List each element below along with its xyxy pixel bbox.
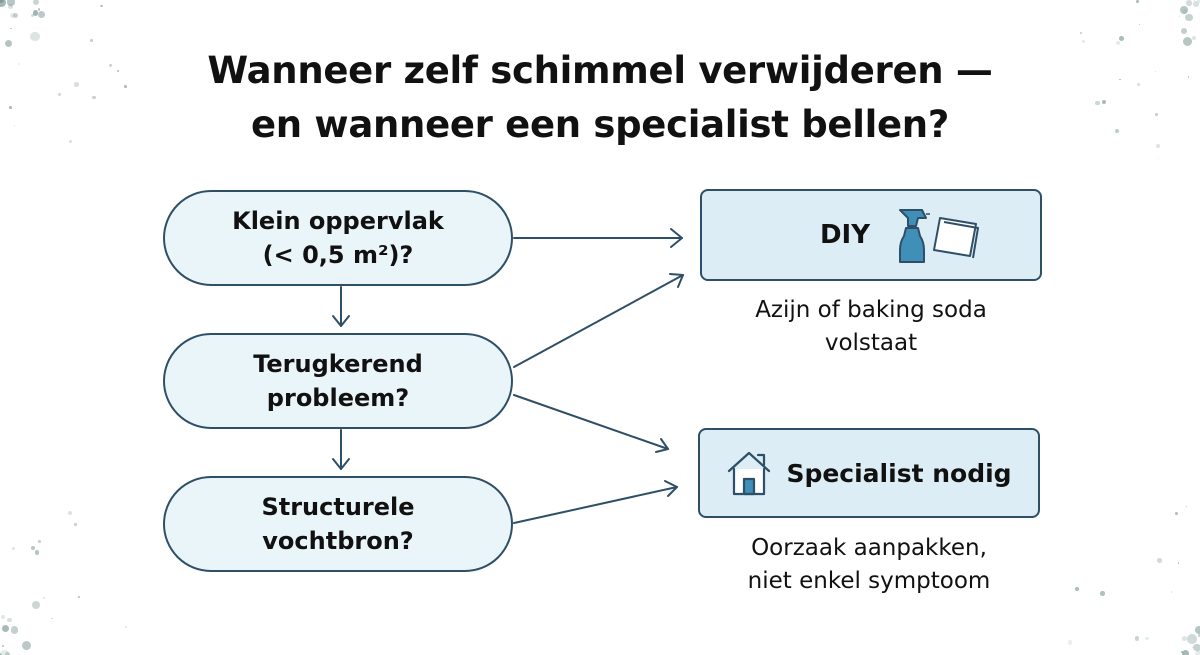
arrowhead-q1-to-diy [670, 228, 683, 248]
question-small-surface: Klein oppervlak (< 0,5 m²)? [163, 190, 513, 286]
specialist-note-line-2: niet enkel symptoom [747, 568, 991, 594]
title-line-2: en wanneer een specialist bellen? [251, 103, 949, 146]
house-icon [728, 451, 771, 496]
arrow-q3-to-specialist [513, 486, 678, 524]
question-1-line-2: (< 0,5 m²)? [262, 241, 414, 269]
question-2-line-1: Terugkerend [253, 350, 423, 378]
arrowhead-q2-to-diy [669, 273, 684, 288]
arrowhead-q2-to-specialist [655, 438, 669, 453]
question-1-line-1: Klein oppervlak [232, 207, 444, 235]
outcome-specialist-label: Specialist nodig [786, 458, 1012, 488]
arrowhead-q3-to-specialist [664, 480, 678, 497]
outcome-diy-label: DIY [819, 220, 871, 250]
outcome-specialist-box: Specialist nodig [698, 428, 1040, 518]
specialist-note-line-1: Oorzaak aanpakken, [751, 535, 987, 561]
outcome-diy-box: DIY [700, 189, 1042, 281]
outcome-specialist-note: Oorzaak aanpakken, niet enkel symptoom [698, 532, 1040, 598]
arrow-q2-to-diy [513, 274, 684, 368]
page-title: Wanneer zelf schimmel verwijderen — en w… [0, 44, 1200, 152]
question-recurring-problem: Terugkerend probleem? [163, 333, 513, 429]
arrow-q2-to-specialist [513, 394, 669, 450]
diy-note-line-1: Azijn of baking soda [755, 297, 987, 323]
arrowhead-q1-to-q2 [332, 315, 350, 327]
question-2-line-2: probleem? [266, 384, 410, 412]
question-3-line-1: Structurele [261, 493, 415, 521]
outcome-diy-note: Azijn of baking soda volstaat [700, 294, 1042, 360]
diy-note-line-2: volstaat [824, 330, 918, 356]
question-3-line-2: vochtbron? [262, 527, 414, 555]
title-line-1: Wanneer zelf schimmel verwijderen — [207, 49, 993, 92]
arrowhead-q2-to-q3 [332, 458, 350, 470]
question-structural-moisture: Structurele vochtbron? [163, 476, 513, 572]
spray-bottle-and-cloth-icon [899, 209, 980, 263]
